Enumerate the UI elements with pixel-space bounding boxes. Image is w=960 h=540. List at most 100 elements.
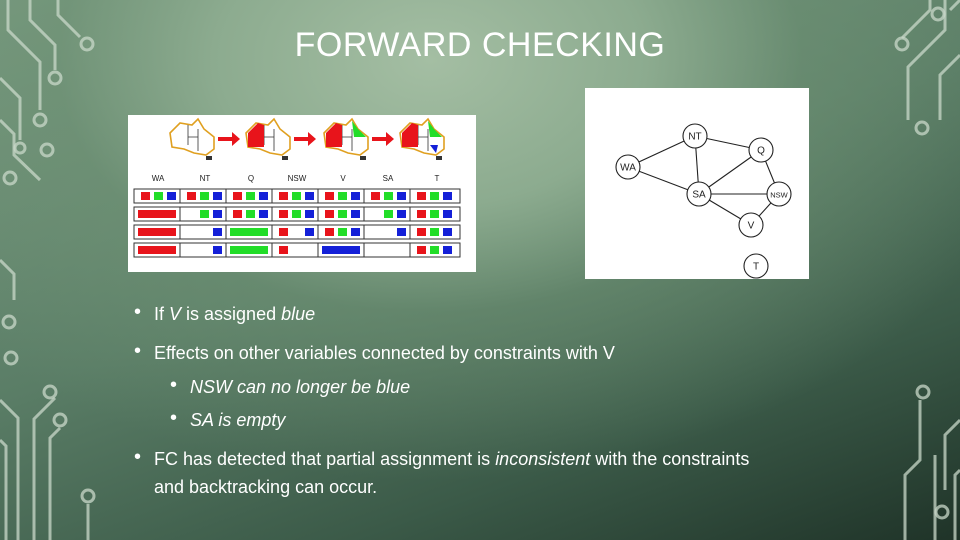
domain-value-square (305, 210, 314, 218)
domain-value-square (154, 192, 163, 200)
domain-value-square (187, 192, 196, 200)
bullet-text: with the constraints and backtracking ca… (154, 449, 750, 497)
domain-value-square (430, 192, 439, 200)
graph-node: NSW (766, 181, 792, 207)
arrow-icon (294, 132, 316, 146)
domain-value-square (213, 228, 222, 236)
domain-value-square (397, 228, 406, 236)
table-row (133, 242, 461, 258)
domain-value-square (233, 210, 242, 218)
node-label: NT (688, 132, 701, 143)
domain-value-square (417, 210, 426, 218)
graph-node: V (738, 212, 764, 238)
domain-value-square (292, 210, 301, 218)
column-header: NT (200, 174, 211, 183)
domain-value-square (351, 228, 360, 236)
domain-value-square (397, 210, 406, 218)
assigned-value-bar (138, 228, 176, 236)
domain-value-square (259, 210, 268, 218)
domain-value-square (443, 246, 452, 254)
bullet-effects: • Effects on other variables connected b… (134, 339, 615, 367)
node-label: Q (757, 146, 765, 157)
bullet-dot-icon: • (170, 407, 178, 429)
constraint-edge (627, 166, 700, 195)
bullet-text: FC has detected that partial assignment … (154, 449, 496, 469)
bullet-text: Effects on other variables connected by … (154, 343, 615, 363)
constraint-graph-figure: NT Q WA SA NSW V T (585, 88, 809, 279)
bullet-dot-icon: • (134, 340, 142, 362)
domain-value-square (338, 228, 347, 236)
domain-value-square (246, 210, 255, 218)
assigned-value-bar (230, 246, 268, 254)
bullet-variable: V (169, 304, 182, 324)
column-header: V (340, 174, 346, 183)
bullet-dot-icon: • (134, 446, 142, 468)
domain-value-square (443, 192, 452, 200)
domain-value-square (167, 192, 176, 200)
constraint-graph: NT Q WA SA NSW V T (615, 123, 792, 279)
domain-value-square (325, 192, 334, 200)
domain-value-square (397, 192, 406, 200)
node-label: NSW (770, 191, 788, 200)
domain-value-square (443, 210, 452, 218)
domain-value-square (384, 210, 393, 218)
domain-value-square (430, 228, 439, 236)
domain-value-square (338, 192, 347, 200)
node-label: SA (692, 190, 706, 201)
arrow-icon (372, 132, 394, 146)
domain-value-square (213, 210, 222, 218)
domain-value-square (351, 210, 360, 218)
sub-bullet-sa: • SA is empty (170, 406, 285, 434)
australia-map-icon (169, 117, 215, 160)
node-label: T (753, 262, 759, 273)
bullet-text: is assigned (181, 304, 282, 324)
domain-value-square (430, 210, 439, 218)
australia-map-icon (245, 117, 291, 160)
domain-value-square (141, 192, 150, 200)
column-header: T (435, 174, 440, 183)
domain-value-square (200, 192, 209, 200)
assigned-value-bar (322, 246, 360, 254)
domain-value-square (213, 192, 222, 200)
assigned-value-bar (138, 246, 176, 254)
assigned-value-bar (138, 210, 176, 218)
constraint-edge (698, 149, 762, 195)
domain-value-square (259, 192, 268, 200)
domain-value-square (325, 210, 334, 218)
domain-value-square (305, 228, 314, 236)
domain-value-square (279, 192, 288, 200)
bullet-emphasis: inconsistent (495, 449, 591, 469)
domain-value-square (246, 192, 255, 200)
domain-value-square (417, 228, 426, 236)
domain-value-square (443, 228, 452, 236)
domain-value-square (417, 246, 426, 254)
domain-value-square (233, 192, 242, 200)
domain-value-square (417, 192, 426, 200)
column-header: Q (248, 174, 254, 183)
australia-map-icon (399, 117, 445, 160)
bullet-v-assigned: • If V is assigned blue (134, 300, 315, 328)
arrow-icon (218, 132, 240, 146)
domain-value-square (279, 228, 288, 236)
bullet-dot-icon: • (134, 301, 142, 323)
domain-value-square (430, 246, 439, 254)
sub-bullet-nsw: • NSW can no longer be blue (170, 373, 410, 401)
table-row (133, 224, 461, 240)
domain-value-square (305, 192, 314, 200)
bullet-value: blue (281, 304, 316, 324)
node-label: V (748, 221, 755, 232)
graph-node: Q (748, 137, 774, 163)
graph-node: WA (615, 154, 641, 180)
node-label: WA (620, 163, 636, 174)
domain-value-square (351, 192, 360, 200)
graph-node: SA (686, 181, 712, 207)
slide-title: FORWARD CHECKING (294, 26, 666, 64)
domain-value-square (213, 246, 222, 254)
domain-value-square (279, 246, 288, 254)
domain-value-square (338, 210, 347, 218)
bullet-text: SA is empty (190, 410, 286, 430)
domain-value-square (384, 192, 393, 200)
